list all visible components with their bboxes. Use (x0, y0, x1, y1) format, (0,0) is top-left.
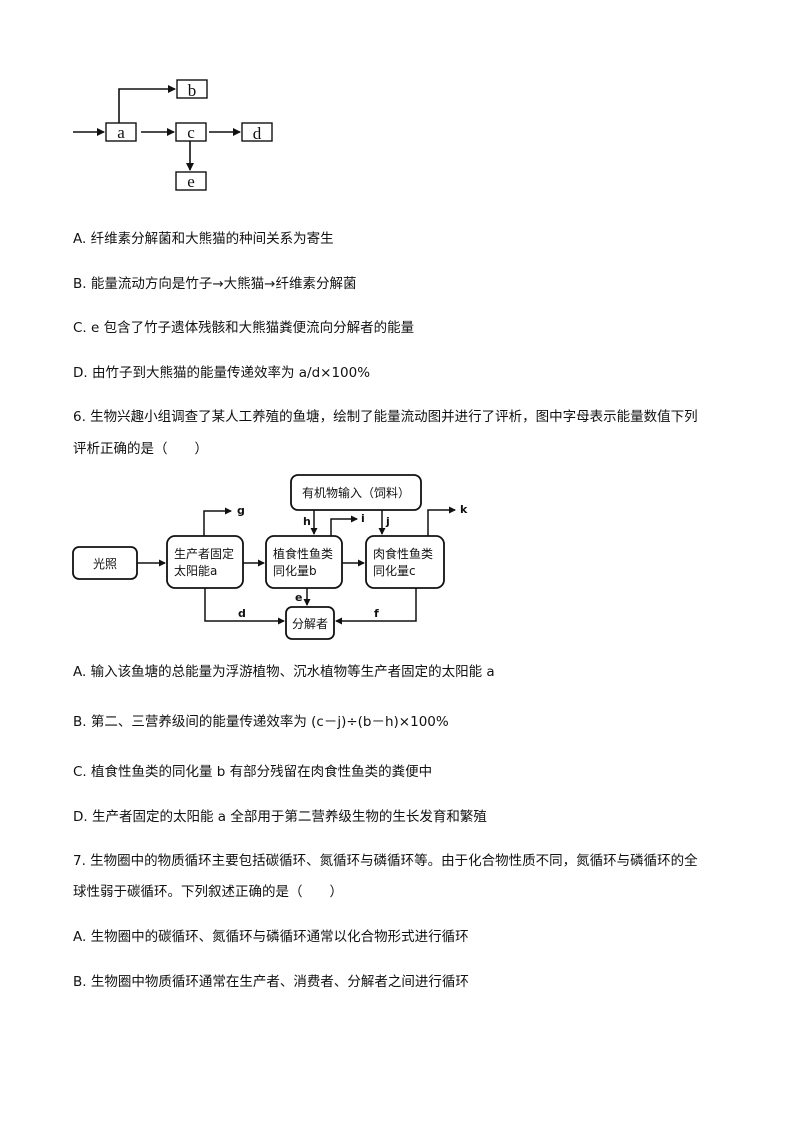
box-d-label: d (253, 124, 262, 143)
flow-label-e: e (295, 591, 302, 604)
box-a-label: a (117, 123, 125, 142)
q6-option-a: A. 输入该鱼塘的总能量为浮游植物、沉水植物等生产者固定的太阳能 a (73, 664, 495, 680)
flow-label-j: j (385, 515, 390, 528)
box-c-label: c (187, 123, 195, 142)
box-b-label: b (188, 81, 197, 100)
q7-stem-line2: 球性弱于碳循环。下列叙述正确的是（ ） (73, 884, 343, 900)
carnivore-label-line2: 同化量c (373, 564, 416, 578)
q7-option-a: A. 生物圈中的碳循环、氮循环与磷循环通常以化合物形式进行循环 (73, 929, 469, 945)
flow-label-f: f (374, 607, 379, 620)
q7-option-b: B. 生物圈中物质循环通常在生产者、消费者、分解者之间进行循环 (73, 974, 469, 990)
q5-option-d: D. 由竹子到大熊猫的能量传递效率为 a/d×100% (73, 365, 371, 381)
flow-label-h: h (303, 515, 311, 528)
q6-stem-line1: 6. 生物兴趣小组调查了某人工养殖的鱼塘，绘制了能量流动图并进行了评析，图中字母… (73, 409, 698, 425)
light-label: 光照 (93, 557, 117, 571)
energy-flow-diagram-1: a b c d e (73, 79, 273, 191)
flow-label-k: k (460, 503, 468, 516)
fish-pond-energy-flow-diagram: 光照 生产者固定 太阳能a 植食性鱼类 同化量b 肉食性鱼类 同化量c 有机物输… (72, 474, 468, 640)
herbivore-label-line2: 同化量b (273, 564, 317, 578)
herbivore-label-line1: 植食性鱼类 (273, 546, 333, 561)
q5-option-b: B. 能量流动方向是竹子→大熊猫→纤维素分解菌 (73, 276, 357, 292)
carnivore-label-line1: 肉食性鱼类 (373, 546, 433, 561)
q6-option-b: B. 第二、三营养级间的能量传递效率为 (c－j)÷(b－h)×100% (73, 714, 449, 730)
flow-label-i: i (361, 512, 365, 525)
q6-option-d: D. 生产者固定的太阳能 a 全部用于第二营养级生物的生长发育和繁殖 (73, 809, 487, 825)
producer-label-line1: 生产者固定 (174, 546, 234, 561)
flow-label-d: d (238, 607, 246, 620)
q7-stem-line1: 7. 生物圈中的物质循环主要包括碳循环、氮循环与磷循环等。由于化合物性质不同，氮… (73, 853, 698, 869)
producer-label-line2: 太阳能a (174, 563, 217, 578)
box-e-label: e (187, 172, 195, 191)
flow-label-g: g (237, 504, 245, 517)
q6-stem-line2: 评析正确的是（ ） (73, 441, 208, 457)
organic-input-label: 有机物输入（饲料） (302, 485, 410, 500)
q5-option-a: A. 纤维素分解菌和大熊猫的种间关系为寄生 (73, 231, 334, 247)
q6-option-c: C. 植食性鱼类的同化量 b 有部分残留在肉食性鱼类的粪便中 (73, 764, 433, 780)
decomposer-label: 分解者 (292, 617, 328, 631)
q5-option-c: C. e 包含了竹子遗体残骸和大熊猫粪便流向分解者的能量 (73, 320, 415, 336)
